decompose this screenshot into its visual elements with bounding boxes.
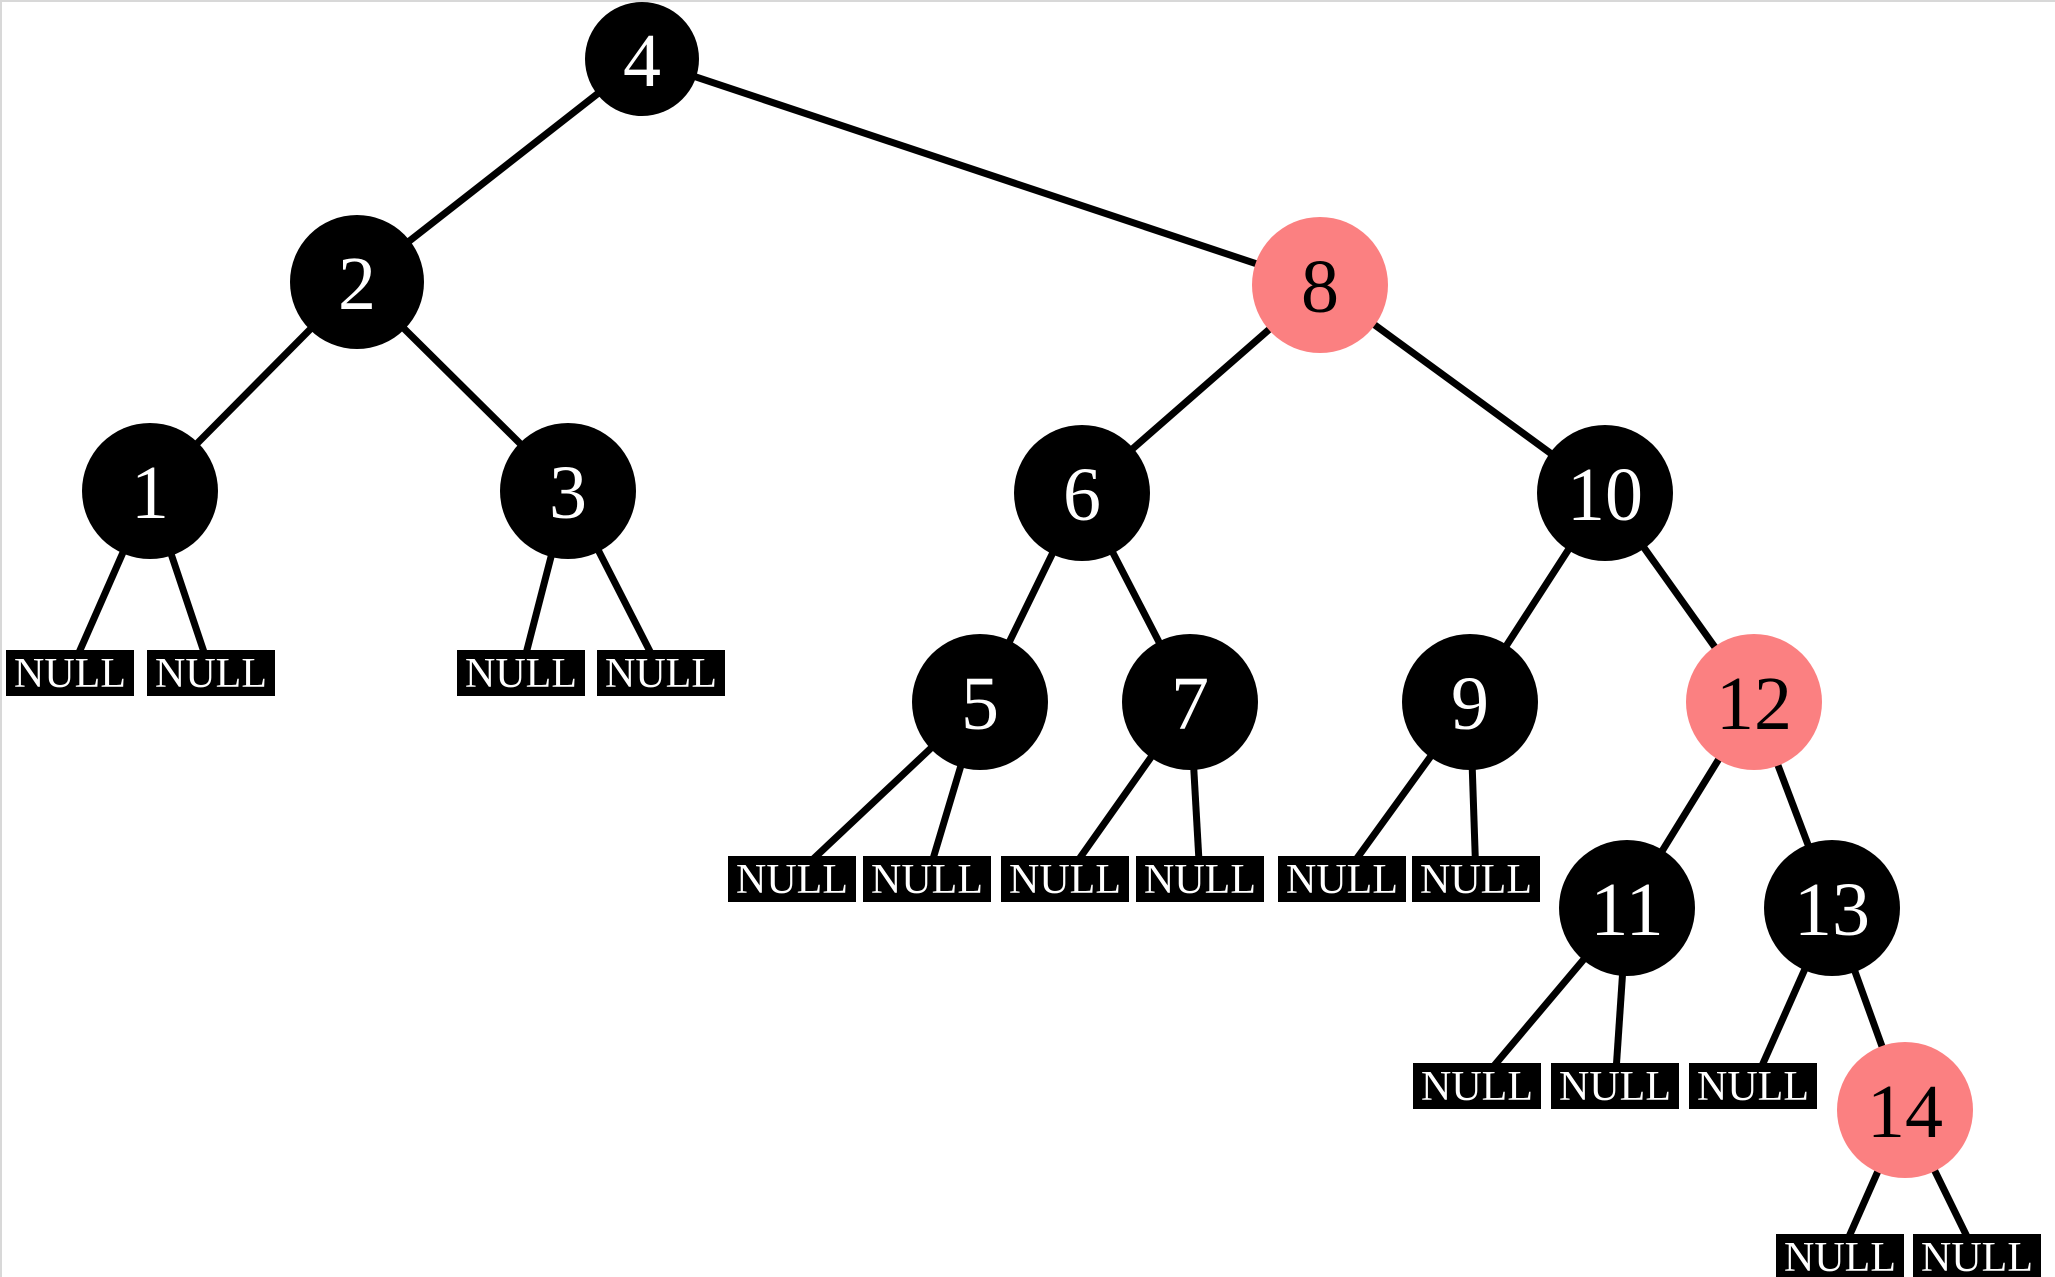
null-leaf: NULL [863, 856, 991, 903]
tree-edge [75, 546, 129, 656]
tree-edge [1849, 965, 1888, 1053]
null-leaf-box [1913, 1234, 2041, 1277]
tree-edge [1845, 1165, 1883, 1240]
null-leaf: NULL [1136, 856, 1264, 903]
null-leaf-box [728, 856, 856, 902]
black-node-circle[interactable] [82, 423, 218, 559]
black-node-circle[interactable] [290, 215, 424, 349]
null-leaf: NULL [597, 650, 725, 697]
null-leaf: NULL [147, 650, 275, 697]
red-node-circle[interactable] [1686, 634, 1822, 770]
tree-edge [1004, 547, 1058, 648]
black-node-circle[interactable] [912, 634, 1048, 770]
black-node-circle[interactable] [1402, 634, 1538, 770]
null-leaf-box [1689, 1063, 1817, 1109]
null-leaf: NULL [1689, 1063, 1817, 1110]
tree-node-8[interactable]: 8 [1252, 217, 1388, 353]
tree-edge [1501, 543, 1574, 652]
black-node-circle[interactable] [1537, 425, 1673, 561]
null-leaf: NULL [728, 856, 856, 903]
tree-edge [191, 323, 317, 450]
null-leaf: NULL [6, 650, 134, 697]
tree-edge [1772, 759, 1814, 851]
tree-node-1[interactable]: 1 [82, 423, 218, 559]
tree-edge [1612, 970, 1627, 1066]
tree-edge [1368, 319, 1557, 459]
null-leaf: NULL [1001, 856, 1129, 903]
null-leaf: NULL [1412, 856, 1540, 903]
tree-edge [1929, 1164, 1972, 1240]
null-leaf-box [1412, 856, 1540, 902]
black-node-circle[interactable] [1014, 425, 1150, 561]
tree-node-7[interactable]: 7 [1122, 634, 1258, 770]
null-leaf-box [1413, 1063, 1541, 1109]
tree-edge [1468, 764, 1479, 859]
null-leaf: NULL [1278, 856, 1406, 903]
red-node-circle[interactable] [1252, 217, 1388, 353]
null-leaf-box [1551, 1063, 1679, 1109]
tree-node-6[interactable]: 6 [1014, 425, 1150, 561]
tree-edge [522, 550, 556, 654]
black-node-circle[interactable] [1122, 634, 1258, 770]
null-leaf: NULL [457, 650, 585, 697]
tree-node-13[interactable]: 13 [1764, 840, 1900, 976]
tree-node-14[interactable]: 14 [1837, 1042, 1973, 1178]
tree-edge [929, 760, 966, 861]
red-node-circle[interactable] [1837, 1042, 1973, 1178]
tree-edge [1074, 751, 1157, 865]
black-node-circle[interactable] [1559, 840, 1695, 976]
tree-edge [690, 72, 1262, 269]
null-leaf: NULL [1551, 1063, 1679, 1110]
tree-edge [1126, 323, 1276, 455]
null-leaf-box [863, 856, 991, 902]
tree-node-12[interactable]: 12 [1686, 634, 1822, 770]
null-leaf-box [147, 650, 275, 696]
tree-node-10[interactable]: 10 [1537, 425, 1673, 561]
tree-edge [398, 322, 527, 450]
tree-edge [1656, 753, 1725, 857]
null-leaf: NULL [1413, 1063, 1541, 1110]
null-leaf-box [1278, 856, 1406, 902]
null-leaf-box [1136, 856, 1264, 902]
tree-node-4[interactable]: 4 [585, 2, 699, 116]
null-leaf-box [1001, 856, 1129, 902]
black-node-circle[interactable] [1764, 840, 1900, 976]
null-leaf: NULL [1913, 1234, 2041, 1277]
edge-layer [75, 72, 1972, 1240]
black-node-circle[interactable] [585, 2, 699, 116]
tree-node-2[interactable]: 2 [290, 215, 424, 349]
null-leaf-box [457, 650, 585, 696]
tree-edge [1351, 750, 1437, 865]
tree-node-5[interactable]: 5 [912, 634, 1048, 770]
null-leaf-box [6, 650, 134, 696]
tree-node-11[interactable]: 11 [1559, 840, 1695, 976]
tree-edge [593, 545, 655, 657]
tree-edge [403, 88, 603, 247]
tree-edge [1758, 963, 1810, 1069]
black-node-circle[interactable] [500, 423, 636, 559]
tree-edge [166, 549, 208, 655]
tree-edge [1190, 764, 1203, 859]
tree-edge [1107, 546, 1165, 649]
tree-node-9[interactable]: 9 [1402, 634, 1538, 770]
tree-edge [804, 742, 937, 868]
tree-edge [1638, 541, 1721, 654]
null-leaf-box [597, 650, 725, 696]
null-leaf-box [1776, 1234, 1904, 1277]
tree-node-3[interactable]: 3 [500, 423, 636, 559]
tree-edge [1487, 953, 1590, 1073]
null-leaf: NULL [1776, 1234, 1904, 1277]
